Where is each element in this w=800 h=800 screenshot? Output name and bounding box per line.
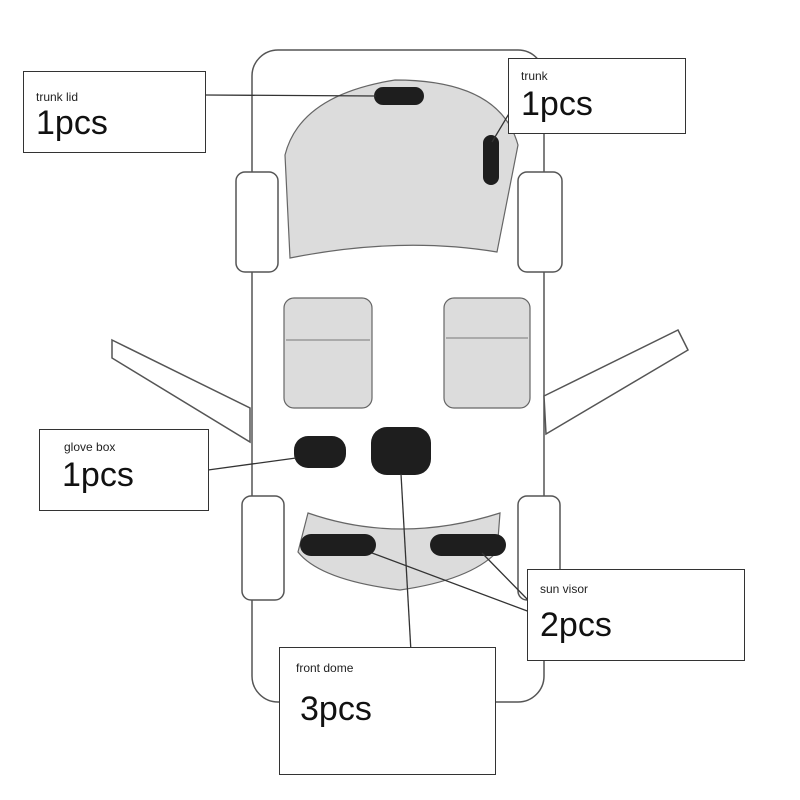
sun-visor-count: 2pcs — [540, 606, 612, 644]
windshield-panel — [297, 512, 501, 591]
trunk-lid-light — [374, 87, 424, 105]
leader-trunk — [491, 111, 511, 143]
left-door — [111, 338, 251, 444]
front-dome-label: front dome — [296, 661, 354, 675]
right-door — [543, 328, 689, 436]
trunk-label: trunk — [521, 69, 548, 83]
callout-trunk: trunk 1pcs — [508, 58, 686, 134]
leader-front-dome — [400, 473, 413, 671]
rear-left-wheel — [235, 171, 279, 273]
right-seat — [443, 297, 531, 409]
leader-glove-box — [207, 457, 297, 471]
left-seat — [283, 297, 373, 409]
leader-trunk-lid — [204, 94, 377, 97]
callout-glove-box: glove box 1pcs — [39, 429, 209, 511]
front-left-wheel — [241, 495, 285, 601]
callout-trunk-lid: trunk lid 1pcs — [23, 71, 206, 153]
front-dome-count: 3pcs — [300, 690, 372, 728]
sun-visor-light-left — [300, 534, 376, 556]
glove-box-light — [294, 436, 346, 468]
trunk-count: 1pcs — [521, 85, 593, 123]
callout-sun-visor: sun visor 2pcs — [527, 569, 745, 661]
leader-sun-visor-right — [481, 552, 529, 601]
rear-window-panel — [284, 79, 519, 259]
glove-box-count: 1pcs — [62, 456, 134, 494]
trunk-light — [483, 135, 499, 185]
front-dome-light — [371, 427, 431, 475]
glove-box-label: glove box — [64, 440, 116, 454]
sun-visor-light-right — [430, 534, 506, 556]
sun-visor-label: sun visor — [540, 582, 589, 596]
rear-right-wheel — [517, 171, 563, 273]
trunk-lid-count: 1pcs — [36, 104, 108, 142]
trunk-lid-label: trunk lid — [36, 90, 79, 104]
callout-front-dome: front dome 3pcs — [279, 647, 496, 775]
leader-sun-visor-left — [371, 552, 531, 613]
